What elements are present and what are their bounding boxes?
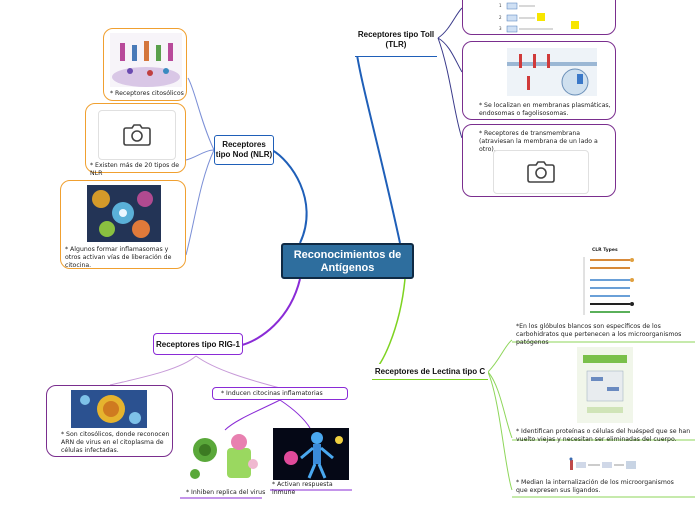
rig-item-3-text: * Inhiben replica del virus: [186, 489, 266, 496]
nod-item-3-text: * Algunos formar inflamasomas y otros ac…: [65, 246, 172, 269]
nod-item-1-text: * Receptores citosólicos: [110, 90, 184, 97]
clr-item-1-text: *En los glóbulos blancos son específicos…: [516, 323, 682, 346]
virus-replication-image: [183, 428, 263, 484]
tlr-branch-title: Receptores tipo Toll (TLR): [357, 30, 435, 49]
microbes-image: [87, 185, 161, 242]
central-topic-label: Reconocimientos de Antígenos: [293, 249, 402, 274]
tlr-image-placeholder: [493, 150, 589, 194]
nod-item-inflamasomas[interactable]: * Algunos formar inflamasomas y otros ac…: [60, 180, 186, 269]
tlr-item-1-text: * Se localizan en membranas plasmáticas,…: [479, 102, 611, 117]
tlr-item-transmembrana[interactable]: * Receptores de transmembrana (atraviesa…: [462, 124, 616, 197]
nlr-image-placeholder: [98, 110, 176, 160]
clr-branch-title: Receptores de Lectina tipo C: [374, 367, 486, 376]
nlr-signaling-diagram-image: [110, 33, 182, 87]
nod-item-receptores-citosolicos[interactable]: * Receptores citosólicos: [103, 28, 187, 101]
tlr-branch-node[interactable]: Receptores tipo Toll (TLR): [355, 27, 437, 57]
svg-text:1: 1: [499, 3, 502, 8]
svg-text:3: 3: [499, 26, 502, 31]
tlr-item-2-text: * Receptores de transmembrana (atraviesa…: [479, 130, 598, 153]
rig-item-citosolicos[interactable]: * Son citosólicos, donde reconocen ARN d…: [46, 385, 173, 457]
clr-figure-title: CLR Types: [592, 248, 618, 253]
tlr-item-localizacion[interactable]: * Se localizan en membranas plasmáticas,…: [462, 41, 616, 120]
svg-text:2: 2: [499, 15, 502, 20]
tlr-pathway-image: 1 2 3: [493, 0, 603, 33]
rig-item-4-text: * Activan respuesta inmune: [272, 481, 333, 496]
nod-branch-node[interactable]: Receptores tipo Nod (NLR): [214, 135, 274, 165]
rig-branch-node[interactable]: Receptores tipo RIG-1: [153, 333, 243, 355]
host-cells-figure: [577, 347, 633, 423]
nod-branch-title: Receptores tipo Nod (NLR): [215, 140, 273, 159]
tlr-diagram-card[interactable]: 1 2 3: [462, 0, 616, 35]
rig-item-inducen-citocinas[interactable]: * Inducen citocinas inflamatorias: [212, 387, 348, 400]
internalization-figure: [566, 456, 640, 474]
rig-item-2-text: * Inducen citocinas inflamatorias: [221, 390, 323, 397]
clr-types-figure: CLR Types: [560, 247, 648, 317]
nod-item-existen-nlr[interactable]: * Existen más de 20 tipos de NLR: [85, 103, 186, 177]
rig-branch-title: Receptores tipo RIG-1: [155, 340, 240, 349]
clr-item-2-text: * Identifican proteínas o células del hu…: [516, 428, 691, 443]
nod-item-2-text: * Existen más de 20 tipos de NLR: [90, 162, 180, 177]
camera-icon: [527, 161, 555, 183]
clr-branch-node[interactable]: Receptores de Lectina tipo C: [372, 364, 488, 380]
membrane-image: [507, 48, 597, 96]
rig-item-1-text: * Son citosólicos, donde reconocen ARN d…: [61, 431, 170, 454]
camera-icon: [123, 124, 151, 146]
virus-image: [71, 390, 147, 428]
immune-response-image: [273, 428, 349, 480]
clr-item-3-text: * Median la internalización de los micro…: [516, 479, 674, 494]
central-topic[interactable]: Reconocimientos de Antígenos: [281, 243, 414, 279]
